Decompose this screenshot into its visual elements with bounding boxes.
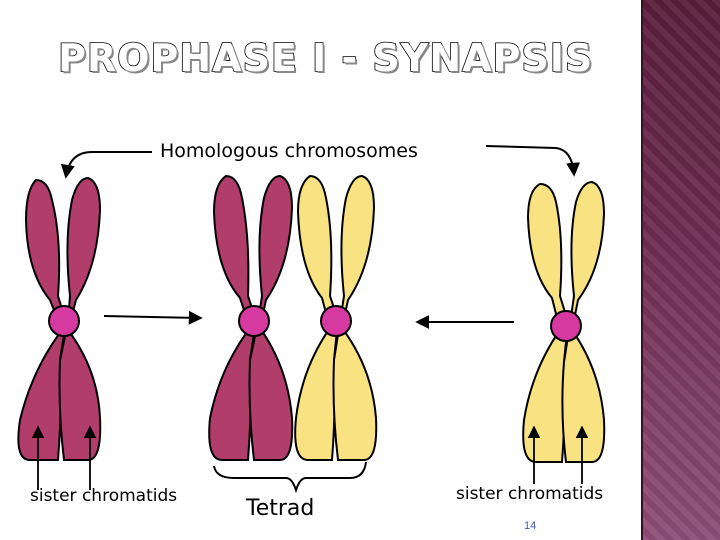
- tetrad-label: Tetrad: [246, 496, 315, 521]
- centromere-tetrad-paternal: [320, 305, 352, 337]
- pairing-arrow-right: [103, 310, 203, 325]
- sister-chromatids-label-right: sister chromatids: [456, 484, 604, 504]
- decorative-sidebar: [641, 0, 720, 540]
- paternal-chromosome-right: [522, 180, 606, 463]
- slide-title: PROPHASE I - SYNAPSIS: [57, 35, 594, 81]
- homologous-chromosomes-label: Homologous chromosomes: [160, 140, 418, 162]
- page-number: 14: [524, 520, 537, 532]
- centromere-left: [48, 305, 80, 337]
- diagram: [17, 145, 606, 494]
- maternal-chromosome-left: [17, 176, 102, 461]
- centromere-right: [550, 310, 582, 342]
- sidebar-border: [641, 0, 643, 540]
- tetrad-paternal-chromosome: [294, 174, 378, 461]
- tetrad-bracket: [213, 461, 367, 494]
- homologous-left-arrow: [60, 151, 152, 179]
- homologous-right-arrow: [485, 145, 581, 177]
- sister-chromatids-label-left: sister chromatids: [30, 486, 178, 506]
- centromere-tetrad-maternal: [238, 305, 270, 337]
- tetrad-maternal-chromosome: [208, 174, 294, 461]
